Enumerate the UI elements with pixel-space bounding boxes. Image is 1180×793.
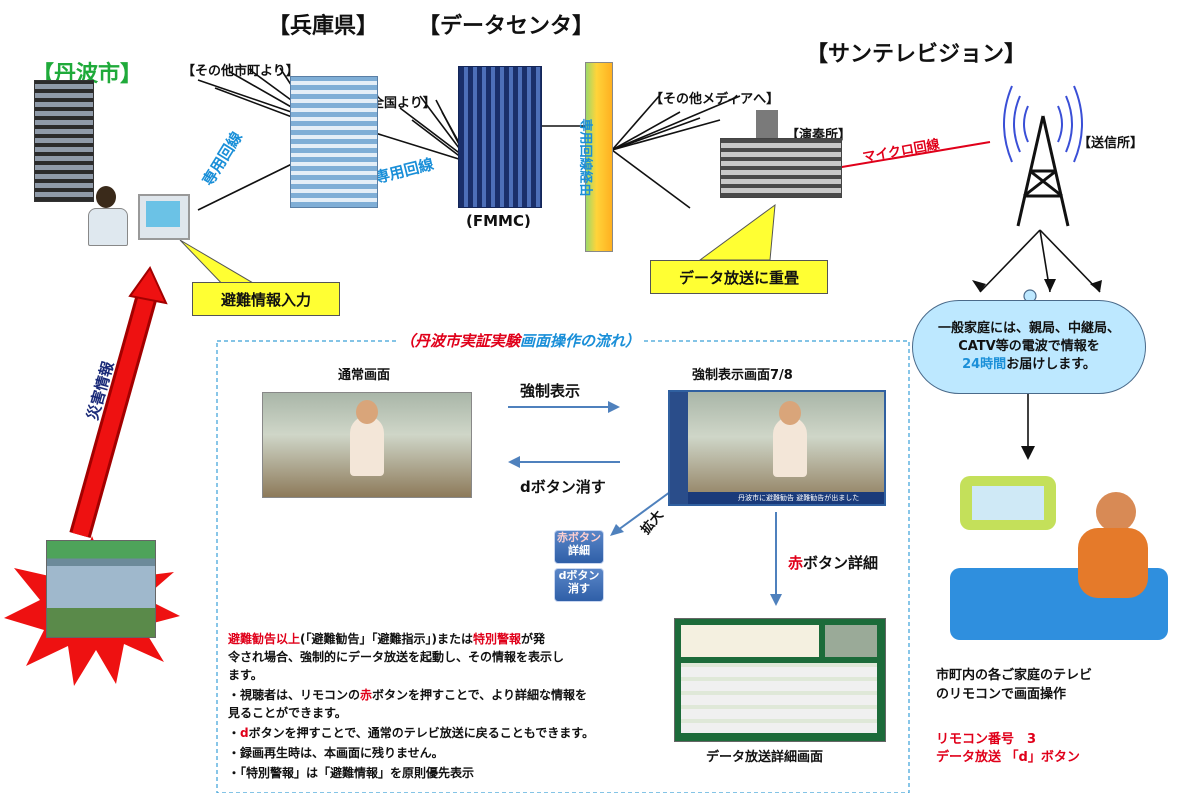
note-3: ・dボタンを押すことで、通常のテレビ放送に戻ることもできます。	[228, 724, 594, 742]
note-2c: ボタンを押すことで、より詳細な情報を	[372, 688, 587, 702]
note-3c: ボタンを押すことで、通常のテレビ放送に戻ることもできます。	[248, 726, 595, 740]
cloud-line1: 一般家庭には、親局、中継局、	[937, 321, 1120, 336]
detail-screen-image	[674, 618, 886, 742]
flow-title-a: （丹波市実証実験	[400, 332, 521, 350]
note-1d: が発	[521, 632, 546, 646]
transmitter-label: 【送信所】	[1078, 136, 1144, 151]
note-2a: ・視聴者は、リモコンの	[228, 688, 361, 702]
forced-banner: 丹波市に避難勧告 避難勧告が出ました	[688, 492, 884, 504]
detail-list	[681, 663, 877, 733]
note-1c: 特別警報	[473, 632, 522, 646]
viewer-body	[1078, 528, 1148, 598]
datacenter-building-icon	[458, 66, 542, 208]
cloud-text: 一般家庭には、親局、中継局、 CATV等の電波で情報を 24時間お届けします。	[938, 320, 1120, 374]
note-3a: ・	[228, 726, 241, 740]
other-cities-label: 【その他市町より】	[182, 64, 299, 79]
flow-title-b: 画面操作の流れ）	[520, 332, 641, 350]
cloud-line3: 24時間お届けします。	[938, 356, 1120, 374]
hyogo-title: 【兵庫県】	[268, 14, 379, 39]
cloud-line2: CATV等の電波で情報を	[958, 339, 1100, 354]
note-5: ・「特別警報」は「避難情報」を原則優先表示	[228, 766, 475, 780]
tv-viewer-illustration	[946, 462, 1172, 648]
dedicated-line-bar	[585, 62, 613, 252]
note-2b: 赤	[360, 688, 373, 702]
data-broadcast-overlay-callout: データ放送に重畳	[650, 260, 828, 294]
red-btn-top: 赤ボタン	[557, 531, 601, 544]
remote-line-1: 市町内の各ご家庭のテレビ	[936, 668, 1093, 683]
cloud-line3-rest: お届けします。	[1006, 357, 1096, 372]
forced-screen-label: 強制表示画面7/8	[692, 368, 793, 383]
note-3b: d	[240, 726, 249, 740]
other-media-label: 【その他メディアへ】	[650, 92, 780, 107]
suntv-title: 【サンテレビジョン】	[806, 42, 1027, 67]
note-2-line2: 見ることができます。	[228, 706, 347, 720]
hyogo-building-icon	[290, 76, 378, 208]
note-1a: 避難勧告以上	[228, 632, 301, 646]
remote-number: リモコン番号 3	[936, 732, 1037, 747]
red-detail-label: 赤ボタン詳細	[788, 552, 878, 573]
evacuation-input-callout: 避難情報入力	[192, 282, 340, 316]
red-detail-prefix: 赤	[788, 554, 804, 572]
monitor-icon	[138, 194, 190, 240]
forced-display-label: 強制表示	[520, 382, 581, 400]
announcer-figure	[350, 399, 384, 476]
d-btn-bottom: 消す	[568, 582, 590, 595]
flow-title: （丹波市実証実験画面操作の流れ）	[396, 330, 645, 351]
side-panel	[670, 392, 688, 504]
viewer-figure	[1096, 492, 1136, 532]
computer-operator-icon	[88, 186, 128, 246]
home-delivery-cloud: 一般家庭には、親局、中継局、 CATV等の電波で情報を 24時間お届けします。	[912, 300, 1146, 394]
note-1-line3: ます。	[228, 668, 263, 682]
fmmc-label: (FMMC)	[466, 212, 531, 230]
datacenter-title: 【データセンタ】	[418, 14, 595, 39]
tower-svg	[1003, 85, 1083, 227]
data-broadcast-button: データ放送 「d」ボタン	[936, 750, 1080, 765]
flood-river-image	[46, 540, 156, 638]
cloud-24h: 24時間	[962, 357, 1007, 372]
detail-thumb	[825, 625, 877, 657]
announcer-figure-2	[772, 400, 807, 477]
detail-screen-label: データ放送詳細画面	[706, 750, 824, 765]
remote-line-2: のリモコンで画面操作	[936, 687, 1067, 702]
red-btn-bottom: 詳細	[568, 544, 590, 557]
forced-screen-image: 丹波市に避難勧告 避難勧告が出ました	[668, 390, 886, 506]
studio-building-icon	[720, 110, 842, 198]
dedicated-line-bar-label: 専用回線経由	[577, 118, 593, 197]
detail-panel	[681, 625, 819, 657]
d-button-clear-label: dボタン消す	[520, 478, 606, 496]
tanba-building-icon	[34, 80, 94, 202]
note-2: ・視聴者は、リモコンの赤ボタンを押すことで、より詳細な情報を	[228, 686, 587, 704]
note-1: 避難勧告以上(「避難勧告」「避難指示」)または特別警報が発	[228, 630, 545, 648]
d-btn-top: dボタン	[558, 569, 600, 582]
red-detail-rest: ボタン詳細	[803, 554, 879, 572]
normal-screen-image	[262, 392, 472, 498]
transmitter-tower-icon	[990, 66, 1096, 232]
d-clear-button-image: dボタン 消す	[554, 568, 604, 602]
note-1-line2: 令され場合、強制的にデータ放送を起動し、その情報を表示し	[228, 650, 565, 664]
tv-frame	[960, 476, 1056, 530]
normal-screen-label: 通常画面	[338, 368, 391, 383]
note-4: ・録画再生時は、本画面に残りません。	[228, 746, 444, 760]
red-detail-button-image: 赤ボタン 詳細	[554, 530, 604, 564]
note-1b: (「避難勧告」「避難指示」)または	[300, 632, 473, 646]
